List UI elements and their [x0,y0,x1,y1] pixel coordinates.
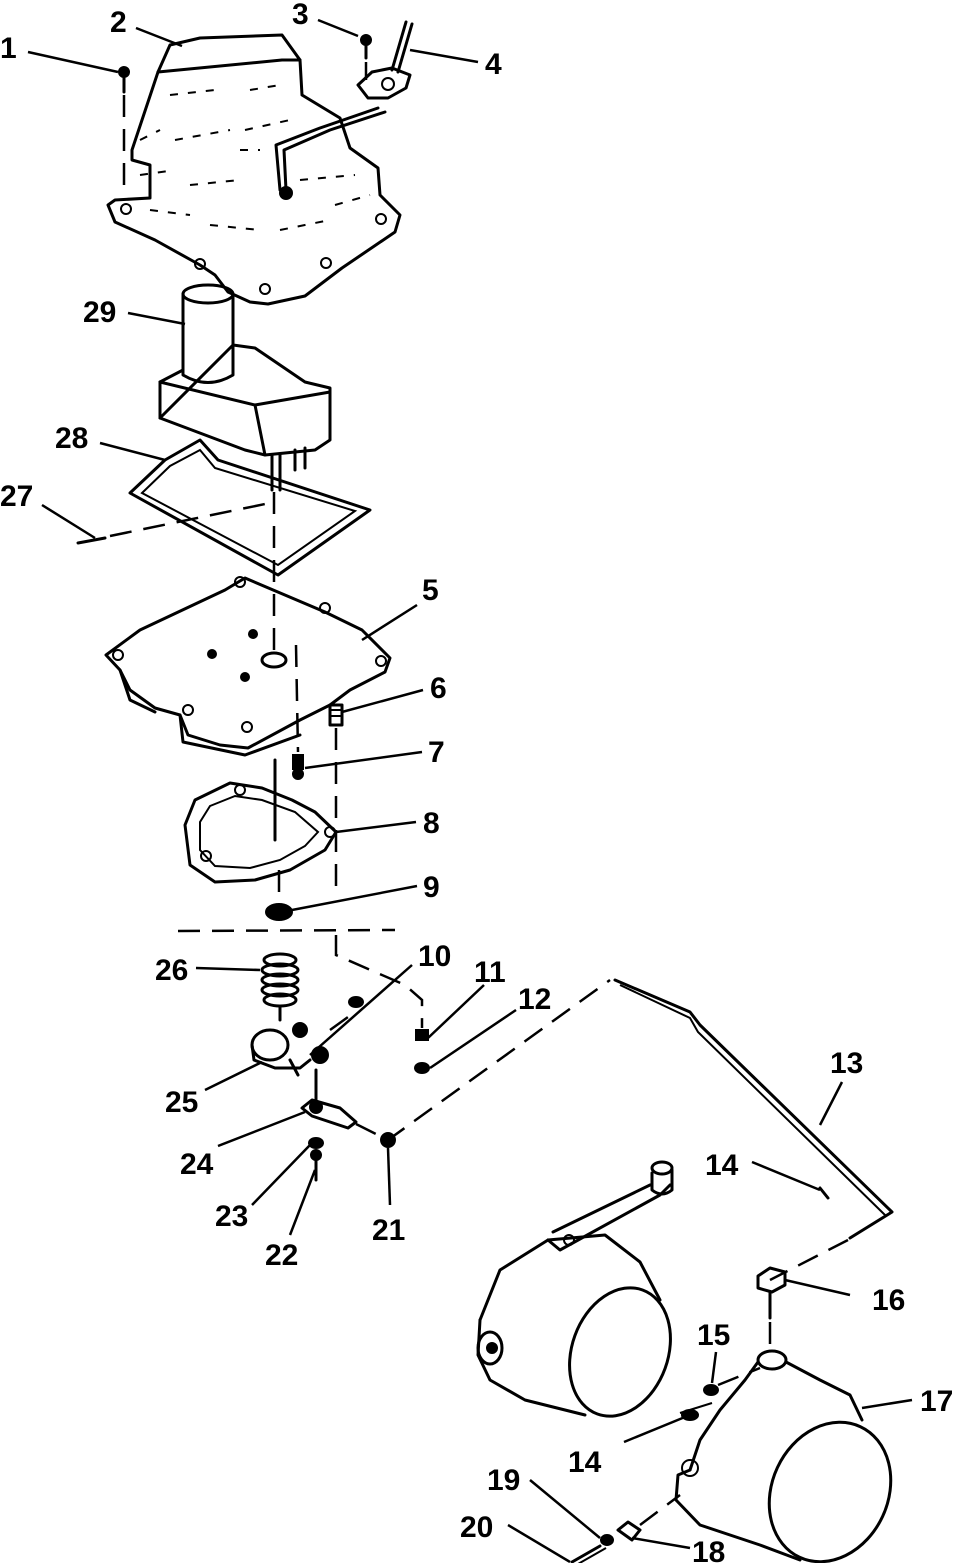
washer-23 [308,1137,324,1149]
callout-3: 3 [292,0,309,31]
callout-28: 28 [55,422,88,455]
connector-11-12 [334,935,430,1074]
pin-27 [76,501,271,545]
callout-20: 20 [460,1511,493,1544]
linkage-rod-13 [613,978,894,1240]
callout-7: 7 [428,736,445,769]
screw-22 [310,1149,322,1182]
cam-25 [250,1010,356,1102]
screw-1 [118,66,130,190]
washer-19 [600,1534,614,1546]
callout-14-upper: 14 [705,1149,739,1182]
left-valve-housing [476,1160,674,1418]
callout-10: 10 [418,940,451,973]
bushing-9 [177,870,396,933]
callout-26: 26 [155,954,188,987]
callout-8: 8 [423,807,440,840]
callout-25: 25 [165,1086,198,1119]
callout-21: 21 [372,1214,405,1247]
clip-14-lower [679,1402,713,1421]
callout-23: 23 [215,1200,248,1233]
spring-26 [260,952,300,1022]
callout-15: 15 [697,1319,730,1352]
screw-20 [570,1494,681,1565]
bushing-18 [616,1520,642,1542]
ball-joint-16 [756,1266,787,1348]
callout-19: 19 [487,1464,520,1497]
screw-7 [292,644,304,780]
callout-1: 1 [0,32,17,65]
callout-11: 11 [474,956,506,989]
callout-2: 2 [110,6,127,39]
callout-16: 16 [872,1284,905,1317]
callout-12: 12 [518,983,551,1016]
lever-24 [300,1098,358,1130]
base-plate-5 [104,492,392,757]
callout-18: 18 [692,1536,725,1563]
cable-clamp-4 [356,20,414,100]
callout-27: 27 [0,480,33,513]
callout-29: 29 [83,296,116,329]
top-cover-housing [106,33,402,306]
right-valve-housing-17 [674,1349,893,1564]
callout-22: 22 [265,1239,298,1272]
callout-13: 13 [830,1047,863,1080]
callout-9: 9 [423,871,440,904]
callout-6: 6 [430,672,447,705]
stud-6 [328,703,344,892]
screw-3 [360,34,372,80]
callout-4: 4 [485,48,502,81]
washer-15 [703,1366,761,1396]
callout-5: 5 [422,574,439,607]
gasket-8 [183,758,338,884]
motor-29 [158,283,332,492]
clip-14-upper [769,1186,849,1282]
callout-14-lower: 14 [568,1446,602,1479]
callout-24: 24 [180,1148,214,1181]
leader-lines [27,18,913,1564]
washer-10 [348,996,364,1008]
rod-end-21 [355,978,611,1148]
callout-17: 17 [920,1385,953,1418]
